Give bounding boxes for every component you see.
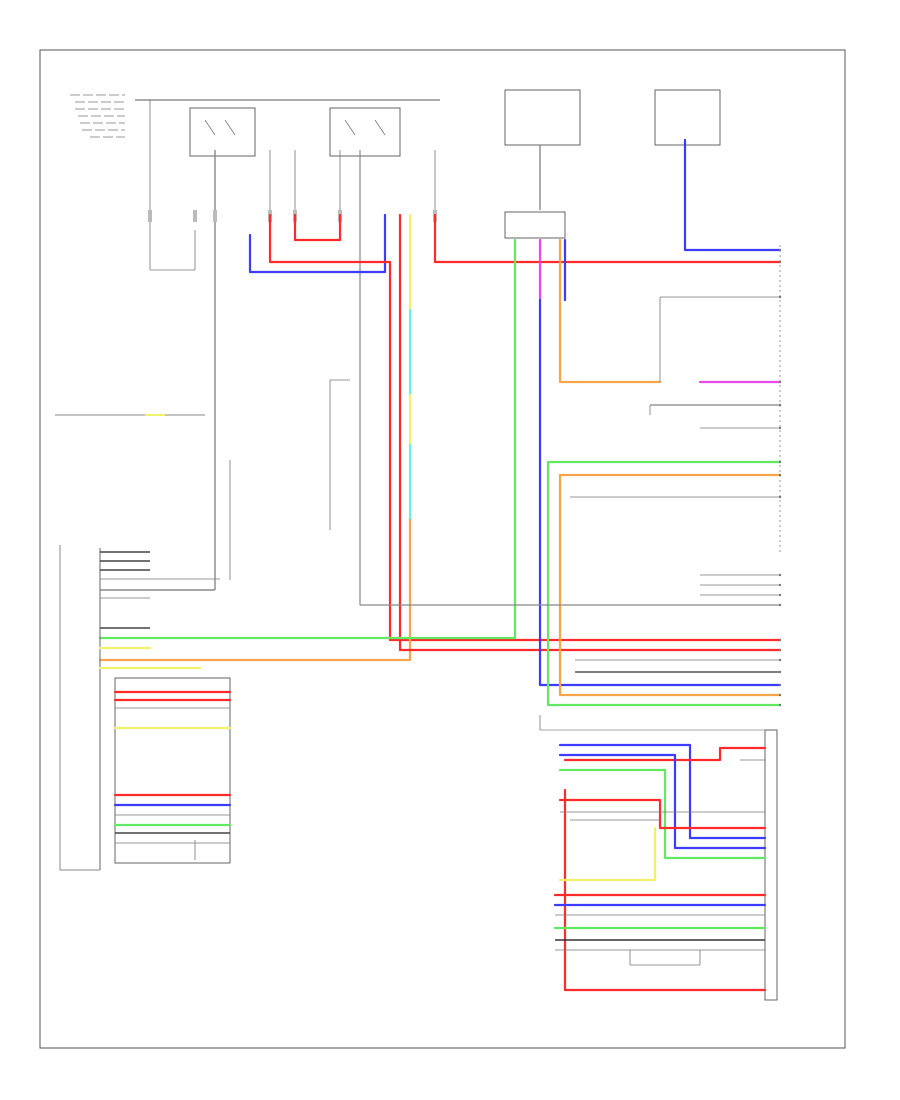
fuse-marks xyxy=(148,210,437,222)
relay-box-2 xyxy=(329,107,401,157)
relay-box-1 xyxy=(189,107,256,157)
relay-box-center xyxy=(504,89,581,146)
lower-right-block xyxy=(539,715,778,1001)
lower-connector-right xyxy=(764,729,778,1001)
right-connector-middle xyxy=(360,574,780,673)
right-connector-upper xyxy=(546,245,782,707)
inner-connector-box xyxy=(114,677,231,864)
junction-block xyxy=(504,211,566,239)
pin-markers xyxy=(778,248,782,707)
top-wires xyxy=(98,138,782,687)
misc-lines xyxy=(55,379,350,580)
left-top-label-block xyxy=(70,94,125,138)
diagram-frame xyxy=(39,49,846,1049)
relay-box-right xyxy=(654,89,721,146)
fuse-relay-area xyxy=(70,89,721,605)
left-connector xyxy=(59,540,232,871)
